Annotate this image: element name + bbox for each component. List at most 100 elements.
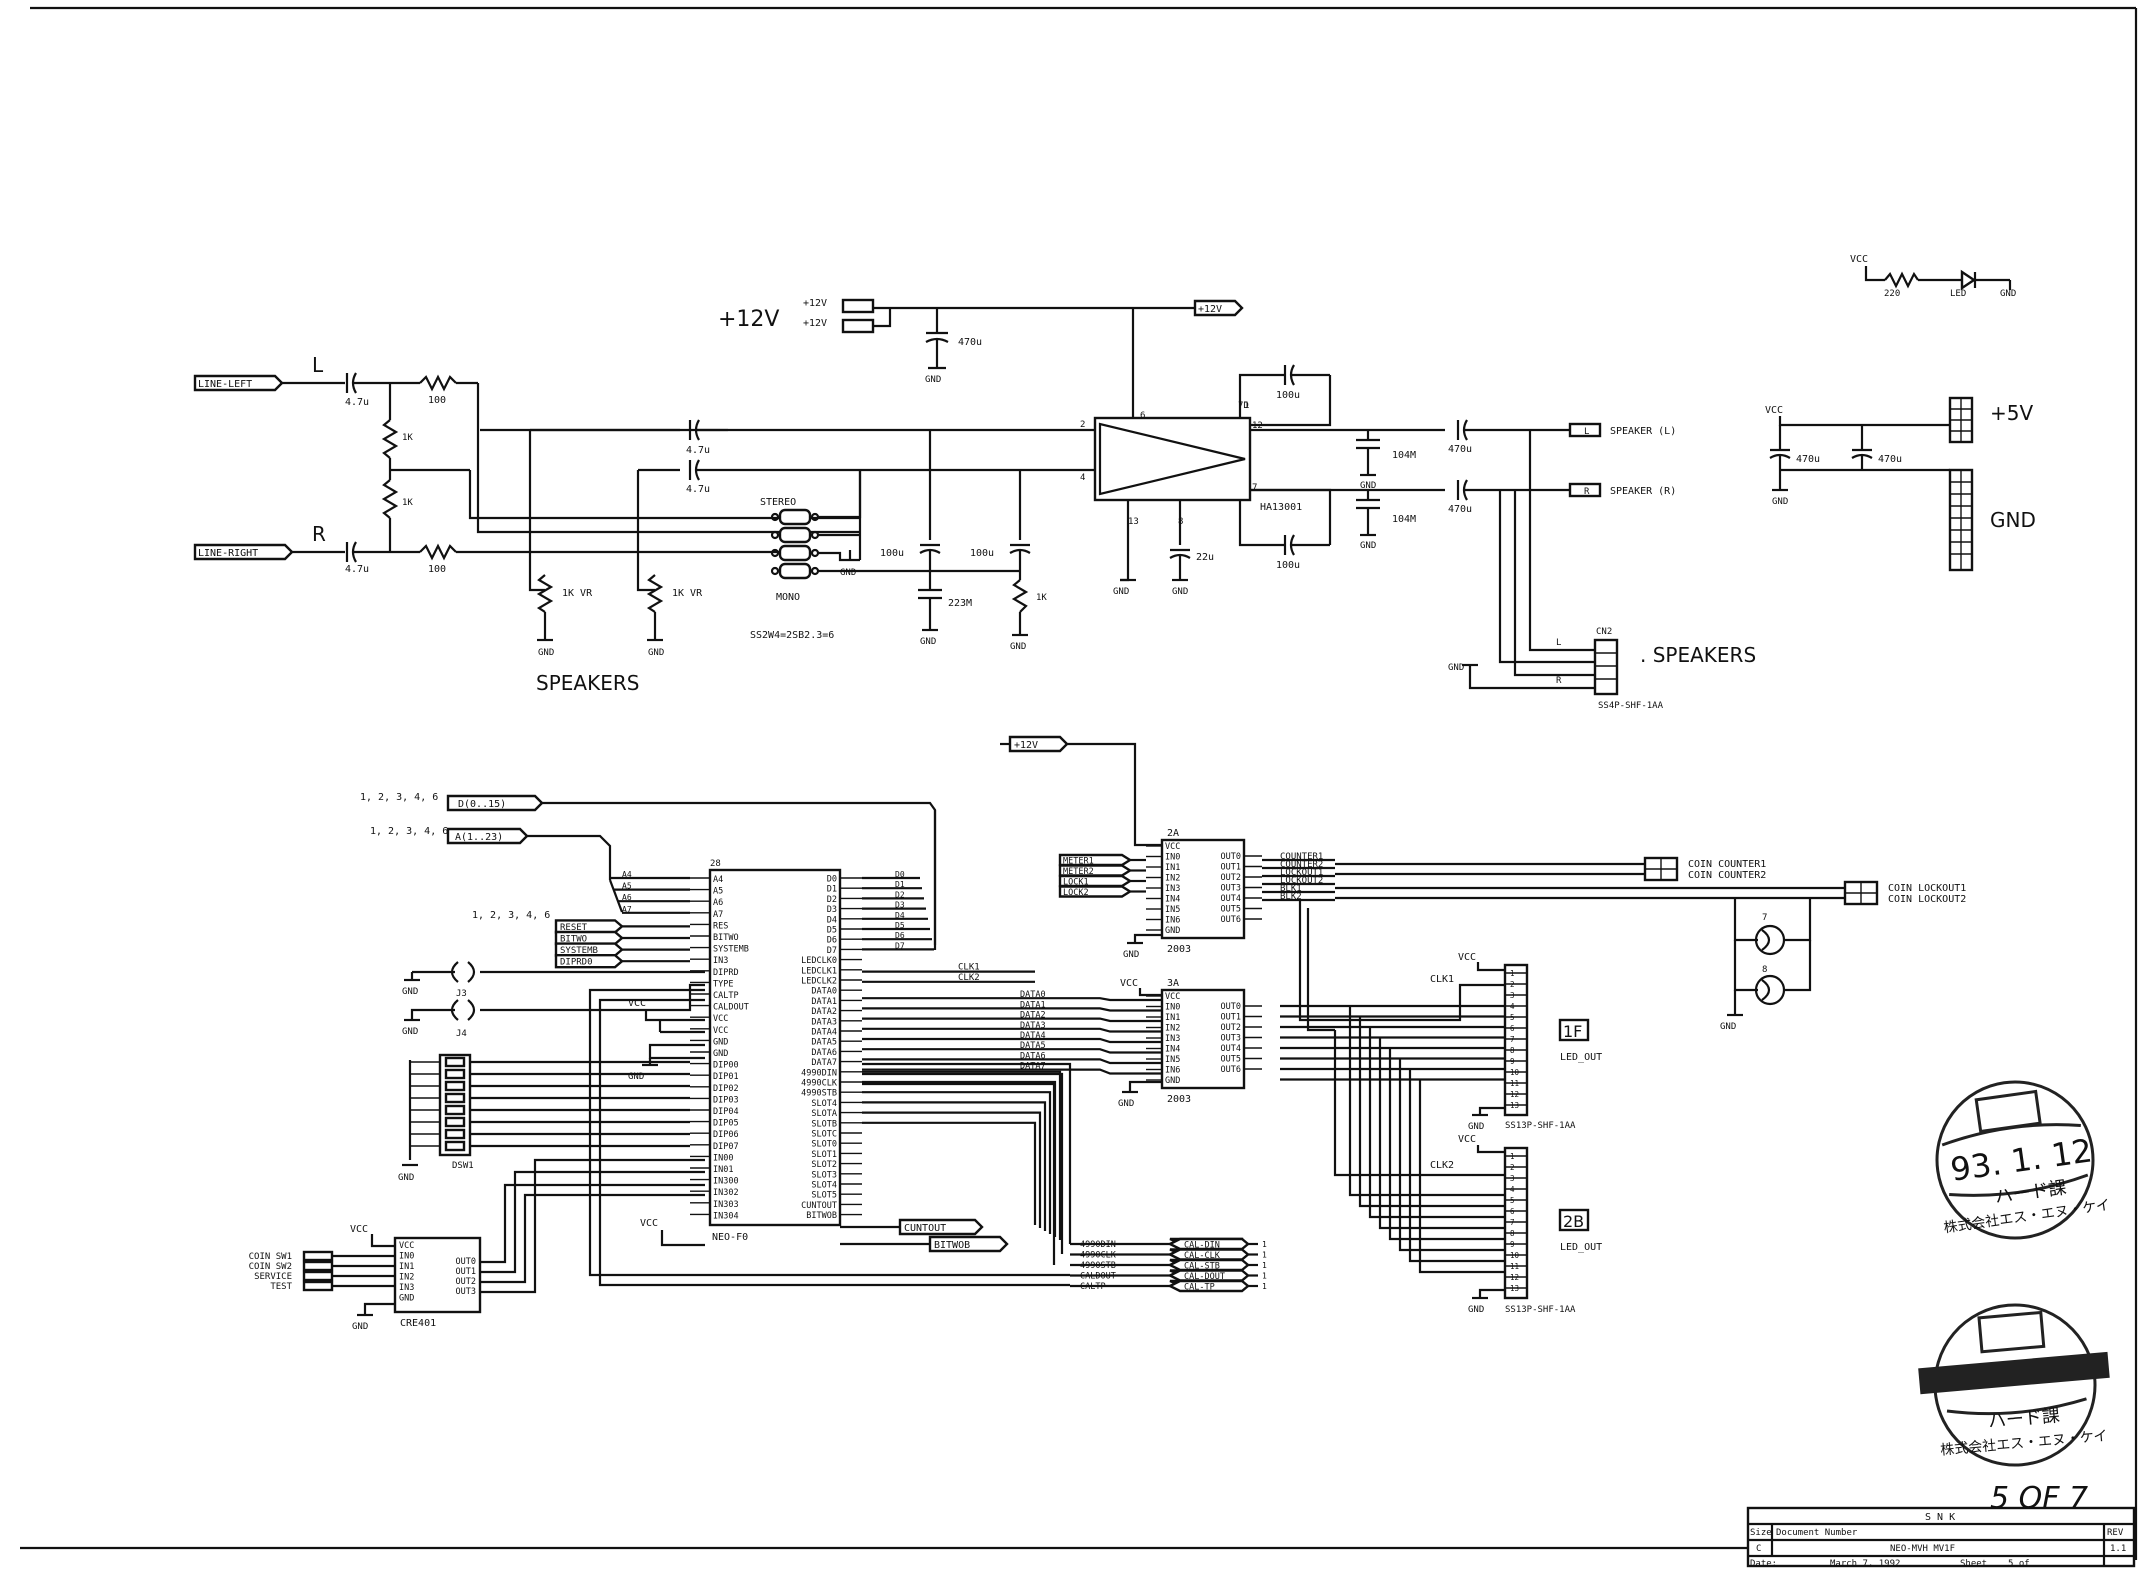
gnd-label: GND [1468,1305,1484,1315]
neo-f0-right-pin: SLOT0 [811,1140,837,1150]
input-buffer-pin-left: IN1 [399,1262,414,1272]
driver-pin-right: OUT2 [1221,873,1241,883]
neo-f0-top-pin: 28 [710,859,721,869]
neo-f0-ic [708,868,842,1227]
data-bus-pin-label: D2 [895,890,905,899]
neo-f0-left-pin: BITWO [713,933,739,943]
speaker-r-label: SPEAKER (R) [1610,486,1676,497]
plus12-label: +12V [718,307,779,332]
amp-pin: 4 [1080,473,1085,483]
neo-f0-left-pin: CALTP [713,991,739,1001]
input-buffer-pin-right: OUT3 [456,1287,476,1297]
driver-pin-left: IN0 [1165,853,1180,863]
driver-section: +12V 2A 2003 VCCIN0IN1IN2IN3IN4IN5IN6GND… [862,735,1966,1315]
title-rev-label: REV [2107,1528,2124,1538]
driver-pin-left: VCC [1165,842,1180,852]
input-buffer-pin-left: IN0 [399,1252,414,1262]
neo-f0-right-pin: LEDCLK1 [801,966,837,976]
ctrl-flag-label: RESET [560,923,588,933]
speaker-l-pin-label: L [1584,427,1589,437]
led-pin-num: 12 [1510,1273,1519,1282]
cal-sheet-ref: 1 [1262,1251,1267,1260]
address-line-label: A4 [622,870,632,879]
neo-f0-right-pin: D2 [827,895,837,905]
title-company: S N K [1925,1512,1955,1523]
amp-pin-label: 7D [1238,401,1249,411]
led-2b-part: SS13P-SHF-1AA [1505,1305,1576,1315]
gnd-label: GND [538,648,554,658]
neo-f0-left-pins: A4A5A6A7RESBITWOSYSTEMBIN3DIPRDTYPECALTP… [690,875,749,1221]
neo-f0-right-pin: DATA3 [811,1017,837,1027]
input-buffer-pin-right: OUT2 [456,1277,476,1287]
bitwob-label: BITWOB [934,1240,970,1251]
gnd-label: GND [1360,481,1376,491]
input-label: SERVICE [254,1272,292,1282]
ctrl-flag-label: SYSTEMB [560,946,598,956]
plus12-pin-a-label: +12V [803,298,827,309]
speaker-l-label: SPEAKER (L) [1610,426,1676,437]
neo-f0-right-pin: DATA0 [811,987,837,997]
driver-2a-ic [1160,838,1246,940]
data-net-label: DATA3 [1020,1021,1046,1031]
neo-f0-left-pin: IN300 [713,1177,739,1187]
led-pin-num: 5 [1510,1196,1515,1205]
driver-pin-left: IN1 [1165,863,1180,873]
input-buffer-pin-left: IN3 [399,1283,414,1293]
driver-2a-ref: 2A [1167,828,1179,839]
driver-pin-right: OUT5 [1221,1055,1241,1065]
led-pin-num: 4 [1510,1185,1515,1194]
amp-pin: 6 [1140,411,1145,421]
gnd-label: GND [1772,497,1788,507]
channel-left-label: L [312,353,324,377]
neo-f0-right-pin: SLOTB [811,1119,837,1129]
led-pin-num: 1 [1510,969,1515,978]
neo-f0-label: NEO-F0 [712,1232,748,1243]
neo-f0-right-pin: D7 [827,946,837,956]
cal-net-label: CAL-DIN [1184,1241,1220,1251]
cal-net-label: CAL-DOUT [1184,1272,1225,1282]
led-pin-num: 9 [1510,1240,1515,1249]
driver-input-label: METER2 [1063,867,1094,877]
input-buffer-name: CRE401 [400,1318,436,1329]
data-bus-label: D(0..15) [458,799,506,810]
led-label: LED [1950,289,1966,299]
cap-4u7-l: 4.7u [345,397,369,408]
led-1f-part: SS13P-SHF-1AA [1505,1121,1576,1131]
led-1f-box [1558,1018,1590,1042]
data-net-label: DATA5 [1020,1041,1046,1051]
plus12-pin-a [841,298,875,314]
led-pin-num: 8 [1510,1229,1515,1238]
clk-net-label: CLK1 [958,963,980,973]
data-nets: CLK1CLK2DATA0DATA1DATA2DATA3DATA4DATA5DA… [862,963,1162,1240]
driver-pin-right: OUT4 [1221,894,1241,904]
cal-net-label: CAL-STB [1184,1262,1220,1272]
power-section: +12V +12V +12V +12V 470u GND VCC 470u 47… [718,254,2036,572]
cal-sheet-ref: 1 [1262,1282,1267,1291]
sheet-border [20,6,2138,1560]
data-bus-pin-label: D1 [895,880,905,889]
led-pin-num: 6 [1510,1207,1515,1216]
driver-2a-name: 2003 [1167,944,1191,955]
vcc-label: VCC [1458,1134,1476,1145]
driver-input-flag [1058,864,1133,877]
led-pin-num: 7 [1510,1218,1515,1227]
ctrl-flag-label: DIPRD0 [560,958,593,968]
driver-pin-left: IN3 [1165,884,1180,894]
neo-f0-left-pin: IN303 [713,1200,739,1210]
gnd-label: GND [628,1072,644,1082]
speaker-r-pin [1568,482,1602,498]
cap-470-a: 470u [958,337,982,348]
redaction-bar [1918,1351,2110,1395]
vcc-label: VCC [640,1218,658,1229]
vcc-label: VCC [1458,952,1476,963]
neo-f0-right-pin: SLOT4 [811,1099,837,1109]
driver-input-flag [1058,874,1133,888]
driver-pin-left: GND [1165,1076,1180,1086]
neo-f0-left-pin: SYSTEMB [713,945,749,955]
